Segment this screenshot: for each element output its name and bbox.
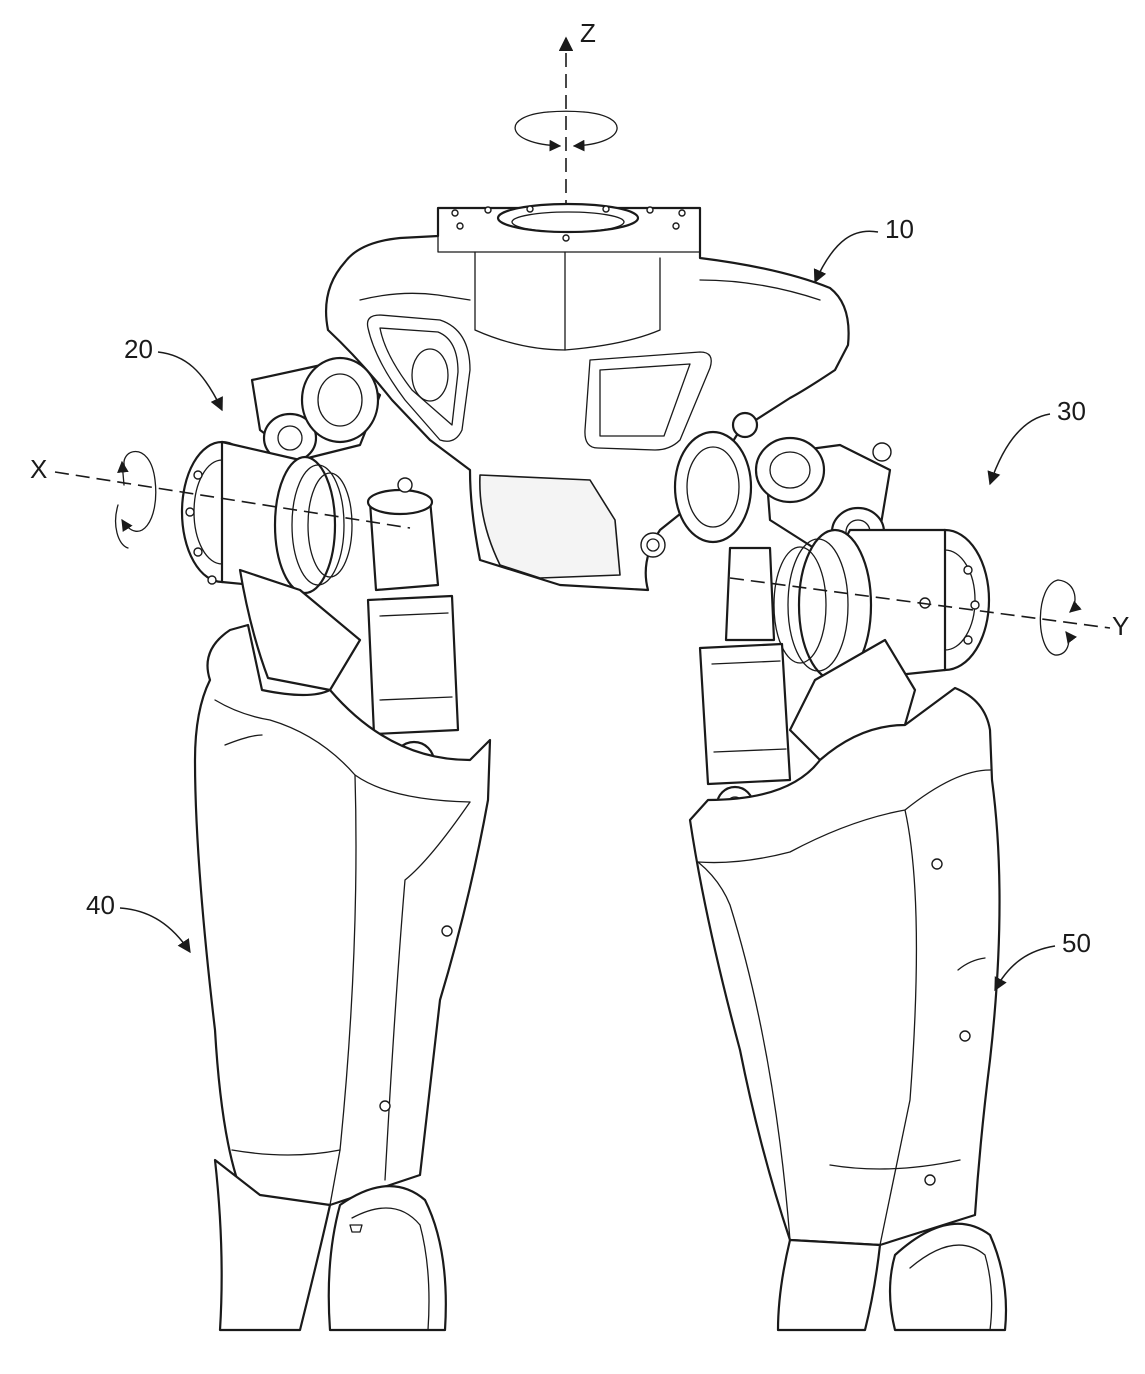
right-thigh (688, 686, 1008, 1332)
ref-20: 20 (124, 334, 223, 412)
y-axis: Y (729, 577, 1129, 656)
ref-10-label: 10 (885, 214, 914, 244)
left-thigh (193, 623, 492, 1332)
ref-30: 30 (987, 396, 1086, 486)
ref-40: 40 (86, 890, 191, 954)
x-rotation-arrow-lower (114, 504, 129, 549)
x-rotation-head (117, 460, 129, 486)
ref-30-label: 30 (1057, 396, 1086, 426)
y-rotation-arc-left (1039, 579, 1059, 656)
x-axis-label: X (30, 454, 47, 484)
y-rotation-arrow-upper (1057, 579, 1082, 613)
ref-50: 50 (994, 928, 1091, 992)
y-rotation-arrow-lower (1054, 631, 1077, 656)
x-axis: X (30, 450, 411, 549)
z-axis: Z (514, 18, 618, 235)
left-hip-joint (180, 356, 460, 784)
x-rotation-arrow-upper (121, 450, 157, 533)
y-axis-label: Y (1112, 611, 1129, 641)
z-rotation-arrow-right (572, 111, 618, 152)
ref-10: 10 (813, 214, 914, 284)
ref-20-label: 20 (124, 334, 153, 364)
z-axis-label: Z (580, 18, 596, 48)
z-rotation-arrow-left (514, 111, 562, 152)
z-rotation-arc-top (547, 110, 585, 113)
pelvis-frame (324, 202, 850, 592)
ref-40-label: 40 (86, 890, 115, 920)
ref-50-label: 50 (1062, 928, 1091, 958)
